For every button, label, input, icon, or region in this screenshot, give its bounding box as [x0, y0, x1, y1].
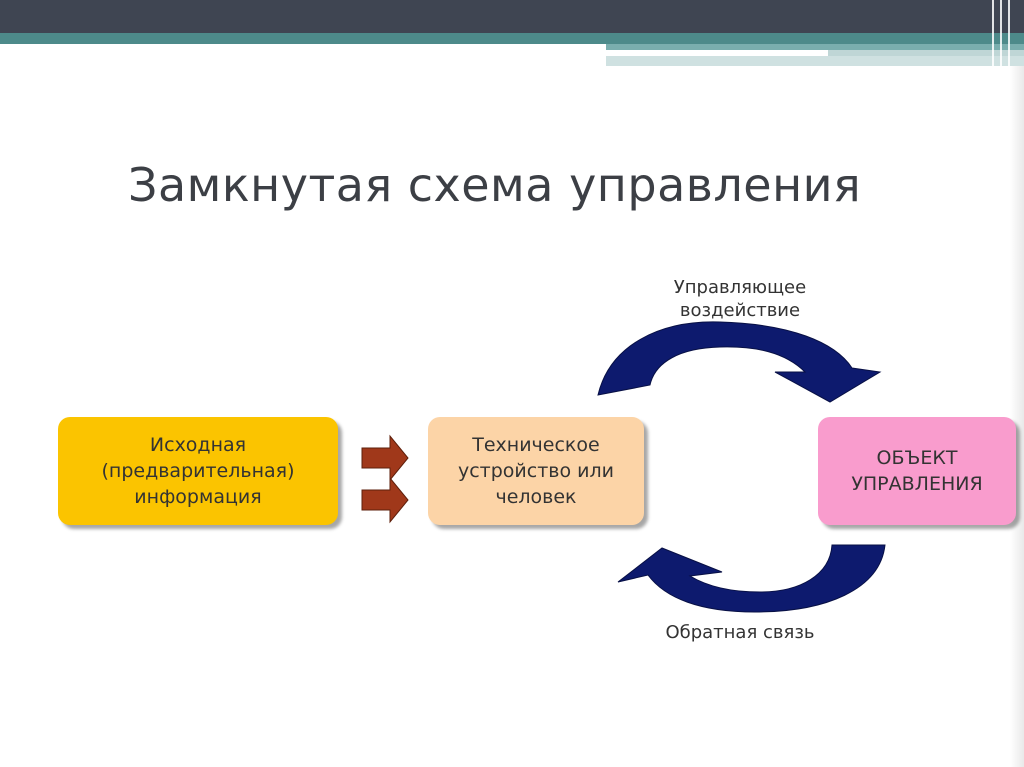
control-action-label: Управляющее воздействие [650, 276, 830, 322]
header-band-light-secondary [828, 50, 1024, 56]
header-divider-line [1008, 0, 1010, 66]
source-info-line: Исходная [149, 434, 247, 456]
input-arrow-bottom [361, 476, 409, 524]
header-band-teal-secondary [606, 44, 1024, 50]
slide-title: Замкнутая схема управления [128, 158, 862, 212]
device-line: устройство или [457, 460, 614, 482]
input-arrow-top [361, 434, 409, 482]
source-info-line: (предварительная) [101, 460, 295, 482]
control-action-label-line: воздействие [679, 300, 801, 321]
feedback-arrow [617, 544, 886, 613]
device-line: человек [495, 486, 577, 508]
device-line: Техническое [472, 434, 600, 456]
source-info-box: Исходная (предварительная) информация [58, 417, 338, 525]
control-object-box: ОБЪЕКТ УПРАВЛЕНИЯ [818, 417, 1016, 525]
control-action-label-line: Управляющее [673, 277, 807, 298]
header-band-light [606, 56, 1024, 66]
header-band-dark [0, 0, 1024, 33]
control-object-line: УПРАВЛЕНИЯ [851, 473, 983, 495]
source-info-line: информация [134, 486, 262, 508]
control-action-arrow [597, 321, 882, 403]
control-object-line: ОБЪЕКТ [876, 447, 958, 469]
feedback-label: Обратная связь [665, 622, 815, 643]
header-divider-line [992, 0, 994, 66]
header-divider-line [1000, 0, 1002, 66]
header-band-teal [0, 33, 1024, 44]
device-box: Техническое устройство или человек [428, 417, 644, 525]
slide-edge-shadow [1010, 66, 1024, 767]
